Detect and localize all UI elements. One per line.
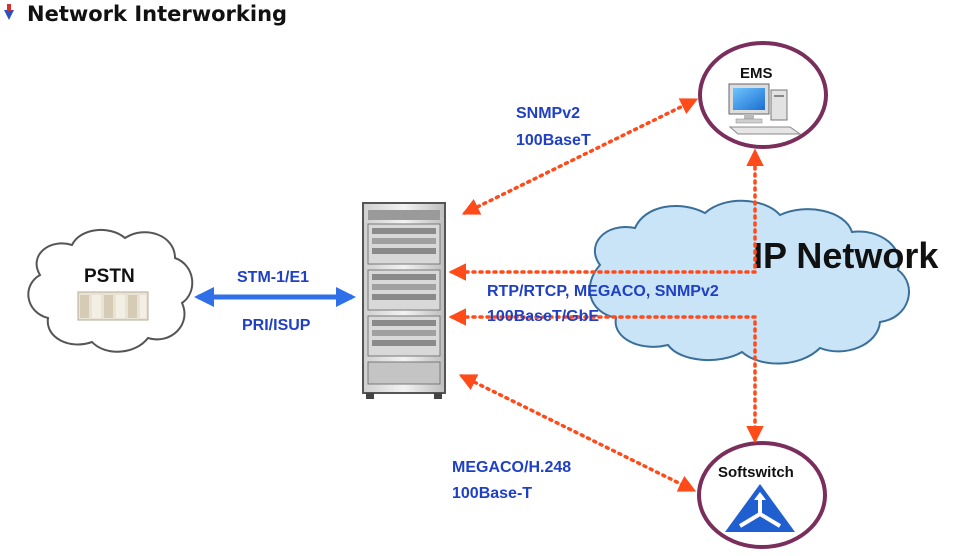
softswitch-protocol-label: MEGACO/H.248	[452, 459, 571, 476]
softswitch-node: Softswitch	[697, 441, 827, 549]
ems-node: EMS	[698, 41, 828, 149]
ip-protocols-label: RTP/RTCP, MEGACO, SNMPv2	[487, 283, 719, 300]
pstn-label: PSTN	[84, 266, 135, 287]
ip-network-label: IP Network	[753, 235, 939, 276]
header: Network Interworking	[4, 2, 287, 26]
pstn-protocol-label: STM-1/E1	[237, 269, 309, 286]
softswitch-label: Softswitch	[718, 464, 794, 481]
media-gateway-rack	[362, 202, 446, 399]
bullet-icon	[4, 10, 14, 20]
ip-media-label: 100BaseT/GbE	[487, 308, 599, 325]
ems-media-label: 100BaseT	[516, 132, 591, 149]
softswitch-icon	[725, 484, 795, 532]
link-ip-softswitch	[448, 308, 764, 444]
computer-icon	[728, 83, 802, 135]
softswitch-media-label: 100Base-T	[452, 485, 532, 502]
link-labels: SNMPv2 100BaseT STM-1/E1 PRI/ISUP RTP/RT…	[237, 105, 719, 502]
links	[194, 98, 764, 492]
ems-protocol-label: SNMPv2	[516, 105, 580, 122]
pstn-signaling-label: PRI/ISUP	[242, 317, 311, 334]
bullet-icon-stem	[7, 4, 11, 11]
pstn-switch-icon	[77, 291, 149, 321]
ems-label: EMS	[740, 65, 773, 82]
page-title: Network Interworking	[27, 2, 287, 26]
link-ip-ems	[448, 148, 764, 281]
pstn-cloud: PSTN	[27, 228, 194, 353]
link-softswitch	[458, 374, 697, 492]
